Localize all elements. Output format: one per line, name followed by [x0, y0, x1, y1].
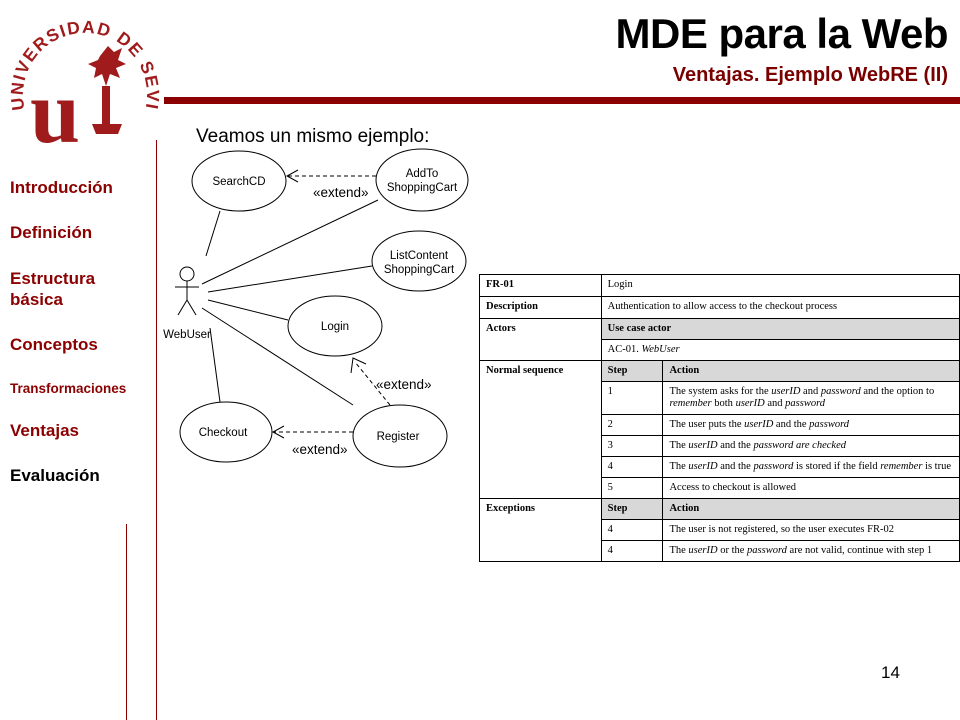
- cell-step-header: Step: [600, 360, 664, 382]
- table-row: 2 The user puts the userID and the passw…: [480, 414, 960, 436]
- cell-actors-label: Actors: [479, 318, 602, 361]
- label-listcontent-shoppingcart: ShoppingCart: [384, 264, 455, 276]
- slide-title: MDE para la Web: [615, 10, 949, 57]
- cell-action-3: The userID and the password are checked: [662, 435, 960, 457]
- cell-actor-value: AC-01. WebUser: [600, 339, 960, 361]
- logo-monogram: u: [30, 63, 80, 152]
- label-addto-shoppingcart: ShoppingCart: [387, 182, 458, 194]
- cell-exc-action-1: The user is not registered, so the user …: [662, 519, 960, 541]
- cell-normal-sequence-label: Normal sequence: [479, 360, 602, 499]
- use-case-login: [287, 295, 383, 357]
- cell-exc-action-header: Action: [662, 498, 960, 520]
- cell-actors-header: Use case actor: [600, 318, 960, 340]
- intro-text: Veamos un mismo ejemplo:: [196, 126, 430, 147]
- cell-exc-step-1: 4: [600, 519, 664, 541]
- cell-action-header: Action: [662, 360, 960, 382]
- sidebar-divider: [156, 140, 157, 720]
- cell-step-3: 3: [600, 435, 664, 457]
- slide-subtitle: Ventajas. Ejemplo WebRE (II): [672, 64, 948, 86]
- cell-action-4: The userID and the password is stored if…: [662, 456, 960, 478]
- nav-item-definicion[interactable]: Definición: [10, 223, 93, 242]
- label-searchcd: SearchCD: [212, 176, 265, 188]
- extend-label-addto: «extend»: [313, 185, 369, 200]
- cell-exc-step-header: Step: [600, 498, 664, 520]
- cell-step-2: 2: [600, 414, 664, 436]
- header-divider: [164, 97, 960, 104]
- university-logo: UNIVERSIDAD DE SEVILLA u: [4, 2, 163, 152]
- svg-text:UNIVERSIDAD DE SEVILLA: UNIVERSIDAD DE SEVILLA: [4, 2, 163, 112]
- cell-step-4: 4: [600, 456, 664, 478]
- nav-item-evaluacion[interactable]: Evaluación: [10, 466, 100, 485]
- cell-action-5: Access to checkout is allowed: [662, 477, 960, 499]
- cell-step-5: 5: [600, 477, 664, 499]
- cell-exc-action-2: The userID or the password are not valid…: [662, 540, 960, 562]
- nav-item-estructura[interactable]: Estructura: [10, 269, 96, 288]
- extend-label-register-login: «extend»: [376, 377, 432, 392]
- nav-item-transformaciones[interactable]: Transformaciones: [10, 381, 127, 396]
- cell-exceptions-label: Exceptions: [479, 498, 602, 562]
- table-row: Actors Use case actor: [479, 318, 960, 361]
- cell-description-value: Authentication to allow access to the ch…: [600, 296, 960, 319]
- table-row: 5 Access to checkout is allowed: [480, 477, 960, 499]
- table-row: 4 The userID or the password are not val…: [480, 540, 960, 562]
- use-case-register: [352, 404, 448, 468]
- label-webuser: WebUser: [163, 329, 211, 341]
- table-row: Normal sequence Step Action: [479, 360, 960, 499]
- nav-item-introduccion[interactable]: Introducción: [10, 178, 113, 197]
- cell-action-1: The system asks for the userID and passw…: [662, 381, 960, 415]
- table-row: FR-01 Login: [479, 274, 960, 297]
- use-case-listcontent: [371, 230, 467, 292]
- table-row: Description Authentication to allow acce…: [479, 296, 960, 319]
- sidebar-divider-short: [126, 524, 127, 720]
- actor-webuser: [175, 266, 199, 316]
- cell-id-label: FR-01: [479, 274, 602, 297]
- nav-item-conceptos[interactable]: Conceptos: [10, 335, 98, 354]
- page-number: 14: [881, 663, 900, 682]
- table-row: Exceptions Step Action: [479, 498, 960, 562]
- logo-ring-text: UNIVERSIDAD DE SEVILLA: [4, 2, 162, 112]
- cell-action-2: The user puts the userID and the passwor…: [662, 414, 960, 436]
- label-addto: AddTo: [406, 168, 439, 180]
- label-login: Login: [321, 321, 349, 333]
- use-case-diagram: SearchCD AddTo ShoppingCart ListContent …: [163, 148, 469, 468]
- label-checkout: Checkout: [199, 427, 248, 439]
- cell-step-1: 1: [600, 381, 664, 415]
- use-case-searchcd: [191, 150, 287, 212]
- nav-item-ventajas[interactable]: Ventajas: [10, 421, 79, 440]
- label-listcontent: ListContent: [390, 250, 449, 262]
- label-register: Register: [377, 431, 420, 443]
- use-case-addto-shoppingcart: [375, 148, 469, 212]
- requirements-table: FR-01 Login Description Authentication t…: [479, 274, 960, 562]
- extend-label-register-checkout: «extend»: [292, 442, 348, 457]
- nav-item-estructura-basica[interactable]: básica: [10, 290, 63, 309]
- cell-exc-step-2: 4: [600, 540, 664, 562]
- cell-id-value: Login: [600, 274, 960, 297]
- cell-description-label: Description: [479, 296, 602, 319]
